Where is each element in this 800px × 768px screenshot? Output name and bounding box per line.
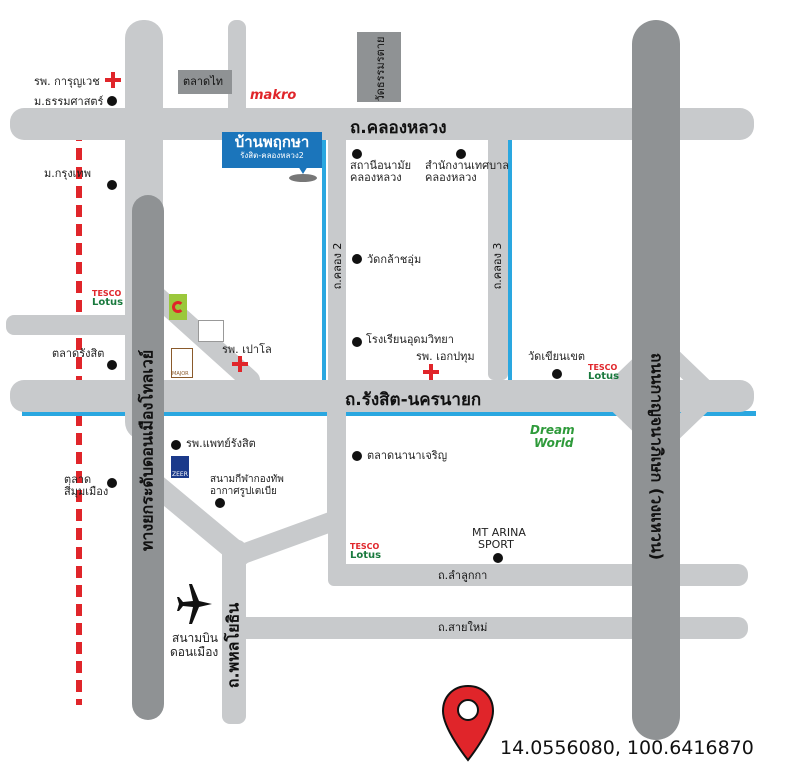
municipal-label-2: คลองหลวง (425, 171, 477, 184)
tesco-right-logo-2: Lotus (588, 371, 620, 382)
health-center-label-2: คลองหลวง (350, 171, 402, 184)
project-sub: รังสิต-คลองหลวง2 (240, 151, 304, 160)
stadium-dot (215, 498, 225, 508)
hospital-phaet-dot (171, 440, 181, 450)
makro-logo: makro (250, 88, 297, 103)
major-logo: MAJOR (171, 348, 193, 378)
canal-klong2 (322, 140, 326, 380)
road-sai-mai-label: ถ.สายใหม่ (438, 621, 488, 634)
health-center-dot (352, 149, 362, 159)
tesco-left-logo-1: TESCO (92, 289, 122, 298)
road-sai-mai (228, 617, 748, 639)
airplane-icon (177, 584, 212, 624)
coordinates-label: 14.0556080, 100.6416870 (500, 737, 754, 759)
talad-simum-label-1: ตลาด (64, 473, 92, 486)
tesco-left-logo-2: Lotus (92, 297, 124, 308)
talad-nana-label: ตลาดนานาเจริญ (367, 449, 448, 462)
bigc-logo (169, 294, 187, 320)
talad-simum-dot (107, 478, 117, 488)
mt-arina-label-2: SPORT (478, 538, 514, 551)
tesco-bottom-logo-1: TESCO (350, 542, 380, 551)
airport-label-1: สนามบิน (172, 631, 218, 645)
talad-rangsit-dot (107, 360, 117, 370)
road-lam-luk-ka-label: ถ.ลำลูกกา (438, 569, 488, 582)
wat-khian-dot (552, 369, 562, 379)
tesco-right-logo-1: TESCO (588, 363, 618, 372)
wat-block (357, 32, 401, 102)
project-name: บ้านพฤกษา (234, 133, 310, 151)
wat-klasom-dot (352, 254, 362, 264)
hospital-paolo-label: รพ. เปาโล (222, 343, 272, 356)
hospital-paolo-icon (232, 356, 248, 372)
road-rangsit-label: ถ.รังสิต-นครนายก (345, 390, 482, 410)
road-kanchanaphisek-label: ถนนกาญจนาภิเษก (วงแหวน) (647, 352, 667, 561)
project-pin (289, 166, 317, 182)
wat-khian-label: วัดเขียนเขต (528, 350, 585, 363)
hospital-kanyuruwet-icon (105, 72, 121, 88)
wat-klasom-label: วัดกล้าชอุ่ม (367, 253, 422, 266)
talad-simum-label-2: สี่มุมเมือง (64, 485, 109, 498)
location-pin-icon (441, 684, 495, 762)
road-west-ramp (6, 315, 146, 335)
project-box[interactable]: บ้านพฤกษา รังสิต-คลองหลวง2 (222, 132, 322, 168)
talad-rangsit-label: ตลาดรังสิต (52, 347, 105, 360)
road-klong3 (488, 108, 508, 380)
krungthep-dot (107, 180, 117, 190)
talad-thai-box (178, 70, 232, 94)
thammasat-label: ม.ธรรมศาสตร์ (34, 95, 104, 108)
zeer-logo: ZEER (171, 456, 189, 478)
road-vibhavadi-tollway (132, 195, 164, 720)
road-vibhavadi-label: ทางยกระดับดอนเมืองโทลเวย์ (137, 349, 157, 552)
canal-klong3 (508, 140, 512, 380)
road-phahon-yothin-label: ถ.พหลโยธิน (223, 602, 243, 689)
mt-arina-dot (493, 553, 503, 563)
hospital-aekpathum-label: รพ. เอกปทุม (416, 350, 475, 363)
airport-label-2: ดอนเมือง (170, 645, 219, 659)
future-park-logo (198, 320, 224, 342)
stadium-label-1: สนามกีฬากองทัพ (210, 474, 284, 485)
hospital-kanyuruwet-label: รพ. การุญเวช (34, 75, 100, 88)
municipal-label-1: สำนักงานเทศบาล (425, 159, 510, 172)
wat-thammamoon-label: วัดธรรมรตาย (374, 36, 387, 102)
road-klong3-label: ถ.คลอง 3 (491, 242, 504, 290)
road-phahon-yothin (222, 540, 246, 724)
road-kanchanaphisek (632, 20, 680, 740)
school-dot (352, 337, 362, 347)
road-talad-thai (228, 20, 246, 120)
talad-nana-dot (352, 451, 362, 461)
road-klong2-label: ถ.คลอง 2 (331, 242, 344, 290)
dream-world-logo: Dream World (530, 423, 575, 450)
krungthep-label: ม.กรุงเทพ (44, 167, 91, 180)
road-klong-luang-label: ถ.คลองหลวง (350, 118, 447, 138)
thammasat-dot (107, 96, 117, 106)
mt-arina-label-1: MT ARINA (472, 526, 526, 539)
talad-thai-label: ตลาดไท (183, 75, 223, 88)
tesco-bottom-logo-2: Lotus (350, 550, 382, 561)
municipal-dot (456, 149, 466, 159)
school-label: โรงเรียนอุดมวิทยา (366, 333, 454, 346)
canal-rangsit (22, 411, 756, 416)
hospital-aekpathum-icon (423, 364, 439, 380)
stadium-label-2: อากาศรูปเตเบีย (210, 486, 277, 497)
hospital-phaet-label: รพ.แพทย์รังสิต (186, 437, 256, 450)
health-center-label-1: สถานีอนามัย (350, 159, 412, 172)
